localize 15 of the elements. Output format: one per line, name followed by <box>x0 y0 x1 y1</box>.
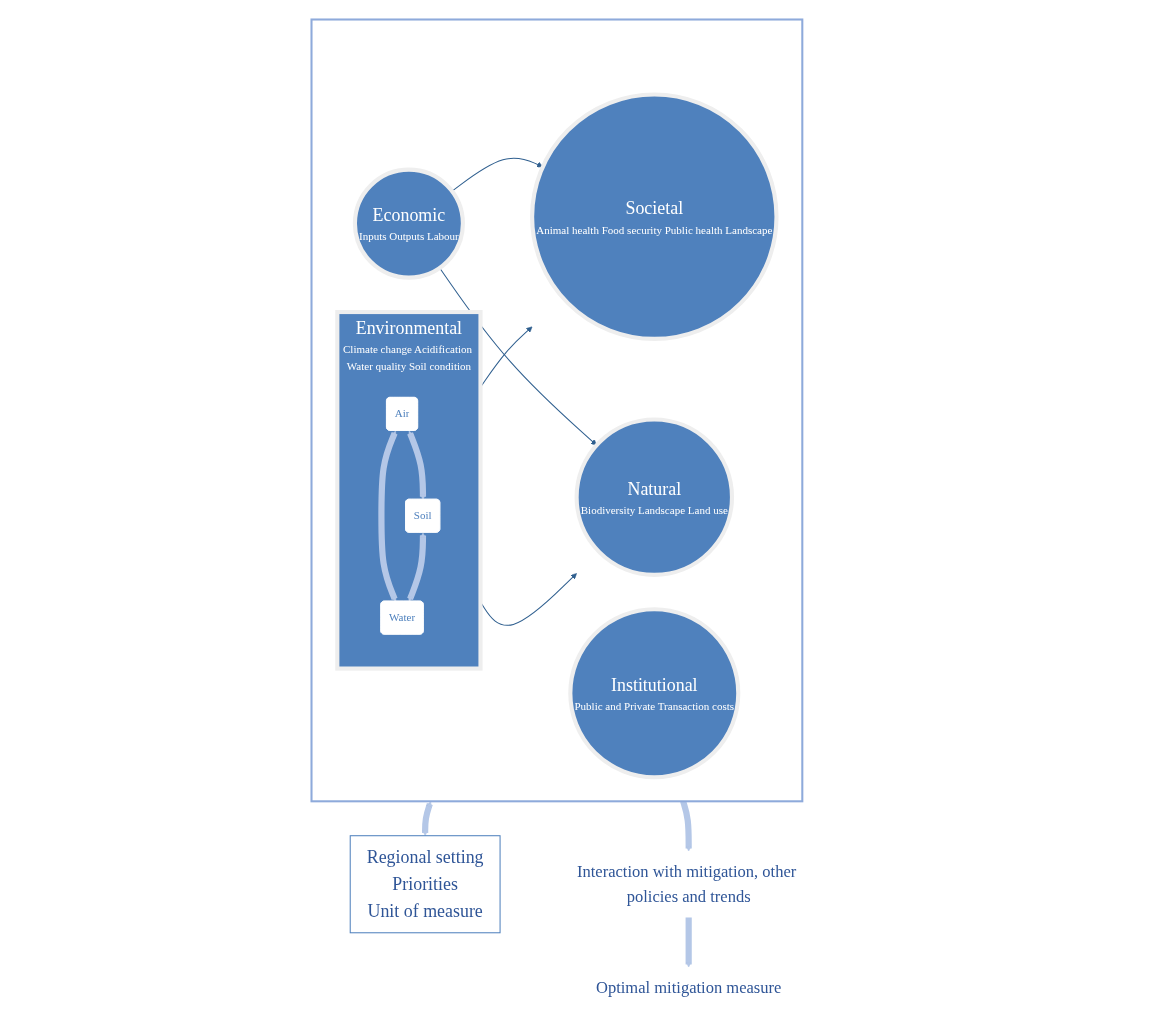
arrow <box>378 430 398 602</box>
node-box: Regional setting Priorities Unit of measure <box>350 835 501 934</box>
arrow <box>407 532 427 602</box>
node-circle: Economic Inputs Outputs Labour <box>353 167 466 280</box>
arrow <box>422 801 434 836</box>
node-circle: Natural Biodiversity Landscape Land use <box>574 417 735 577</box>
arrow <box>407 430 427 500</box>
arrow <box>439 267 598 446</box>
node-circle: Societal Animal health Food security Public health Landscape <box>530 92 779 341</box>
node-text: Optimal mitigation measure <box>596 978 782 997</box>
node-circle: Institutional Public and Private Transaction costs <box>568 607 741 780</box>
arrow <box>451 157 544 192</box>
cluster <box>310 18 804 803</box>
arrow <box>685 917 693 968</box>
node-text: Interaction with mitigation, other policies and trends <box>577 862 797 906</box>
